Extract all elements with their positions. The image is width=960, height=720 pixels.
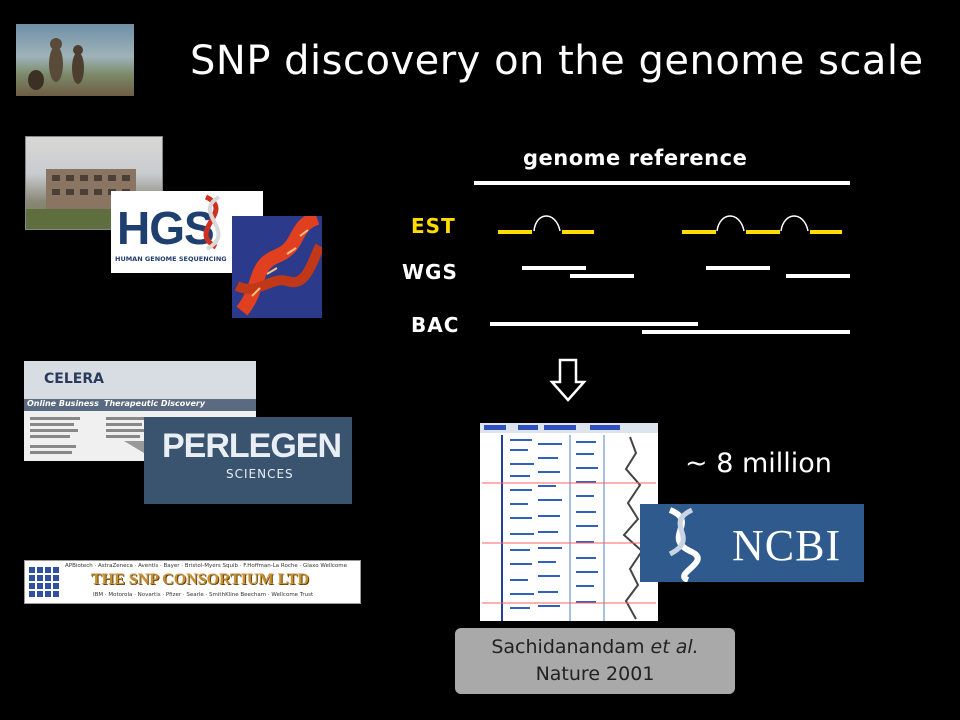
wgs-label: WGS [402, 260, 458, 284]
wgs-read [522, 266, 586, 270]
celera-website: CELERA Online Business Therapeutic Disco… [24, 361, 256, 461]
dna-helix-icon [203, 194, 221, 251]
citation-authors: Sachidanandam [491, 636, 645, 658]
slide-title: SNP discovery on the genome scale [190, 38, 924, 84]
wgs-read [786, 274, 850, 278]
perlegen-logo-text: PERLEGEN [162, 427, 342, 465]
bac-label: BAC [411, 313, 460, 337]
wgs-read [570, 274, 634, 278]
citation-journal: Nature 2001 [535, 663, 655, 685]
est-alignments [498, 215, 842, 234]
map-viewer-tracks [482, 425, 656, 621]
est-intron-arc [780, 215, 809, 232]
down-arrow-icon [549, 358, 587, 402]
snp-consortium-sponsors-top: APBiotech · AstraZeneca · Aventis · Baye… [65, 563, 348, 569]
est-intron-arc [716, 215, 745, 232]
dna-double-helix-icon [232, 216, 322, 318]
bac-segment [490, 322, 698, 326]
hgsc-subtitle: HUMAN GENOME SEQUENCING [115, 255, 227, 263]
snp-count-label: ~ 8 million [685, 448, 832, 479]
hgsc-logo-text: HGS [117, 202, 215, 254]
genome-reference-label: genome reference [523, 146, 748, 170]
hominid-photo [16, 24, 134, 96]
est-intron-arc [533, 215, 561, 232]
snp-consortium-name: THE SNP CONSORTIUM LTD [91, 571, 310, 588]
citation-etal: et al. [650, 636, 699, 658]
snp-consortium-sponsors-bottom: IBM · Motorola · Novartis · Pfizer · Sea… [93, 592, 314, 598]
celera-online-business: Online Business [27, 399, 99, 408]
genome-reference-bar [474, 181, 850, 185]
citation-box: Sachidanandam et al. Nature 2001 [455, 628, 735, 694]
snp-consortium-logo: APBiotech · AstraZeneca · Aventis · Baye… [24, 560, 361, 604]
perlegen-logo: PERLEGEN SCIENCES [144, 417, 352, 504]
wgs-read [706, 266, 770, 270]
grid-logo-icon [29, 567, 59, 597]
est-label: EST [411, 214, 456, 238]
celera-logo-text: CELERA [44, 371, 104, 387]
citation-authors-line: Sachidanandam et al. [455, 634, 735, 661]
dbsnp-map-viewer [480, 423, 658, 621]
perlegen-subtitle: SCIENCES [226, 467, 294, 481]
ncbi-logo: NCBI [640, 504, 864, 582]
celera-therapeutic-discovery: Therapeutic Discovery [104, 399, 206, 408]
ncbi-logo-text: NCBI [732, 521, 842, 570]
ncbi-helix-icon [668, 507, 701, 582]
hominid-figures-icon [28, 38, 84, 90]
dna-artwork [232, 216, 322, 318]
bac-segment [642, 330, 850, 334]
